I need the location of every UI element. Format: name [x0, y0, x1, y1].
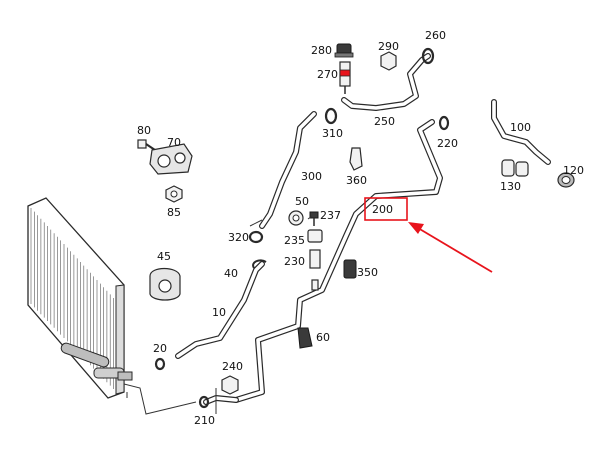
callout-120: 120: [563, 164, 584, 177]
pipe-200: [233, 119, 443, 403]
callout-260: 260: [425, 29, 446, 42]
callout-300: 300: [301, 170, 322, 183]
part-240-nut: [221, 375, 239, 395]
callout-280: 280: [311, 44, 332, 57]
part-310-oring: [324, 107, 338, 125]
leader-210: [123, 383, 197, 415]
part-280-cap: [334, 43, 354, 58]
callout-20: 20: [153, 342, 167, 355]
pipe-210: [203, 395, 239, 405]
callout-10: 10: [212, 306, 226, 319]
part-270-valve: [339, 61, 351, 94]
callout-40: 40: [224, 267, 238, 280]
callout-290: 290: [378, 40, 399, 53]
callout-220: 220: [437, 137, 458, 150]
pipe-100: [491, 99, 551, 165]
highlight-200: [364, 197, 493, 273]
callout-130: 130: [500, 180, 521, 193]
callout-237: 237: [320, 209, 341, 222]
callout-50: 50: [295, 195, 309, 208]
callout-80: 80: [137, 124, 151, 137]
part-60-clip: [297, 327, 313, 349]
part-45-bracket: [149, 267, 181, 301]
part-130-clip: [501, 159, 529, 177]
part-320-oring: [248, 230, 264, 244]
callout-70: 70: [167, 136, 181, 149]
part-70-block: [149, 143, 193, 175]
callout-270: 270: [317, 68, 338, 81]
callout-100: 100: [510, 121, 531, 134]
part-350-pad: [343, 259, 357, 279]
callout-310: 310: [322, 127, 343, 140]
part-290-nut: [380, 51, 397, 71]
callout-45: 45: [157, 250, 171, 263]
callout-250: 250: [374, 115, 395, 128]
callout-210: 210: [194, 414, 215, 427]
part-237-screw: [309, 211, 319, 226]
part-20-oring: [154, 357, 166, 371]
part-230-valve: [309, 249, 321, 291]
callout-350: 350: [357, 266, 378, 279]
callout-labels: 280 270 290 260 310 250 220 100 120 130 …: [137, 29, 584, 427]
pipe-300: [259, 111, 317, 229]
callout-240: 240: [222, 360, 243, 373]
condenser: [27, 197, 133, 399]
pipe-10: [175, 261, 265, 359]
callout-200: 200: [372, 203, 393, 216]
callout-85: 85: [167, 206, 181, 219]
part-235-sensor: [307, 229, 323, 243]
callout-235: 235: [284, 234, 305, 247]
pipe-250: [341, 53, 431, 111]
part-360-bracket: [349, 147, 363, 171]
callout-320: 320: [228, 231, 249, 244]
callout-230: 230: [284, 255, 305, 268]
callout-60: 60: [316, 331, 330, 344]
callout-360: 360: [346, 174, 367, 187]
part-220-oring: [438, 115, 450, 131]
